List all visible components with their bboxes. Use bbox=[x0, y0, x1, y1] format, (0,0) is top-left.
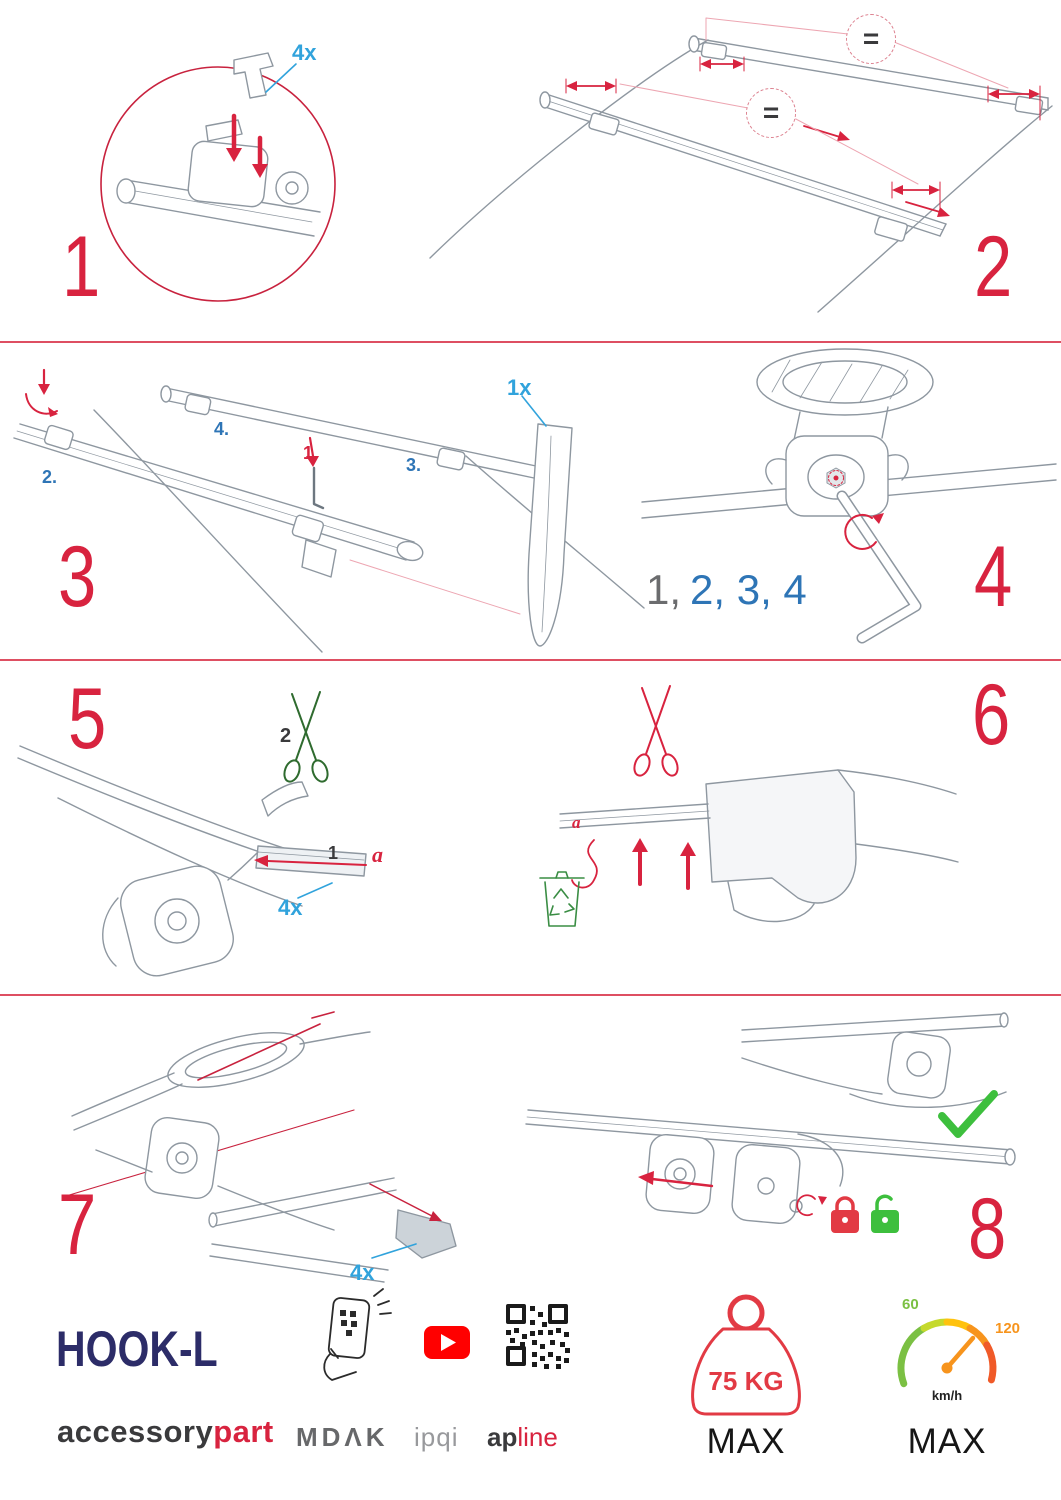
step-3-number: 3 bbox=[58, 529, 97, 625]
step6-diagram bbox=[539, 685, 959, 927]
unlocked-padlock-icon bbox=[871, 1194, 899, 1233]
checkmark-icon bbox=[938, 1090, 998, 1138]
equal-spacing-badge-1: = bbox=[846, 14, 896, 64]
step-4-sequence: 1,2, 3, 4 bbox=[646, 566, 807, 614]
phone-qr-icon bbox=[323, 1288, 392, 1381]
step-1-quantity-label: 4x bbox=[292, 40, 317, 65]
step-7-number: 7 bbox=[58, 1177, 97, 1273]
step-3-substep-3: 3. bbox=[406, 455, 422, 475]
step-5-quantity-label: 4x bbox=[278, 895, 303, 920]
section-divider-3 bbox=[0, 994, 1061, 996]
step-5-number: 5 bbox=[68, 671, 107, 767]
step8-diagram bbox=[525, 1012, 1016, 1233]
max-load-label: MAX bbox=[706, 1422, 786, 1461]
trash-recycle-icon bbox=[539, 871, 585, 927]
section-divider-1 bbox=[0, 341, 1061, 343]
step-5-a-label: a bbox=[372, 842, 383, 867]
scissors-icon-green bbox=[283, 691, 329, 783]
locked-padlock-icon bbox=[831, 1196, 859, 1233]
product-name: HOOK-L bbox=[56, 1321, 218, 1377]
partner-logo-line: line bbox=[517, 1422, 558, 1452]
step-4-sequence-rest: 2, 3, 4 bbox=[690, 566, 807, 613]
partner-logo-apline: apline bbox=[487, 1424, 558, 1450]
partner-logo-ap: ap bbox=[487, 1422, 518, 1452]
brand-logo-part: part bbox=[213, 1414, 274, 1449]
step-3-substep-4: 4. bbox=[214, 419, 230, 439]
max-speed-label: MAX bbox=[907, 1422, 987, 1461]
step-8-number: 8 bbox=[968, 1181, 1007, 1277]
brand-logo: accessorypart bbox=[57, 1416, 274, 1447]
equal-spacing-badge-2: = bbox=[746, 88, 796, 138]
step4-diagram bbox=[641, 348, 1057, 644]
max-load-value: 75 KG bbox=[708, 1366, 784, 1396]
speed-tick-60: 60 bbox=[902, 1296, 919, 1313]
qr-code bbox=[506, 1304, 570, 1369]
brand-logo-accessory: accessory bbox=[57, 1414, 214, 1449]
step5-diagram bbox=[17, 691, 367, 977]
step-4-sequence-first: 1, bbox=[646, 566, 682, 613]
step-6-number: 6 bbox=[972, 667, 1011, 763]
section-divider-2 bbox=[0, 659, 1061, 661]
step3-diagram bbox=[13, 368, 645, 653]
step-7-quantity-label: 4x bbox=[350, 1260, 375, 1285]
step-6-a-label: a bbox=[572, 813, 581, 832]
step-3-substep-1: 1. bbox=[303, 443, 319, 463]
step1-diagram bbox=[100, 52, 336, 302]
step-1-number: 1 bbox=[62, 219, 101, 315]
step7-diagram bbox=[65, 1011, 457, 1283]
step-2-number: 2 bbox=[974, 219, 1013, 315]
step-5-strap-label: 1 bbox=[328, 843, 339, 863]
step-3-substep-2: 2. bbox=[42, 467, 58, 487]
step-3-quantity-label: 1x bbox=[507, 375, 532, 400]
step2-diagram bbox=[429, 17, 1053, 313]
step-4-number: 4 bbox=[974, 529, 1013, 625]
speedometer-icon bbox=[897, 1318, 997, 1388]
partner-logo-ipqi: ipqi bbox=[414, 1422, 459, 1452]
partner-logo-mdak: MDΛK bbox=[296, 1422, 389, 1452]
scissors-icon-red bbox=[633, 685, 679, 777]
step-5-cut-order-label: 2 bbox=[280, 725, 292, 747]
youtube-icon bbox=[424, 1326, 470, 1359]
speed-unit: km/h bbox=[931, 1388, 963, 1403]
speed-tick-120: 120 bbox=[995, 1320, 1021, 1337]
weight-icon bbox=[691, 1294, 801, 1416]
